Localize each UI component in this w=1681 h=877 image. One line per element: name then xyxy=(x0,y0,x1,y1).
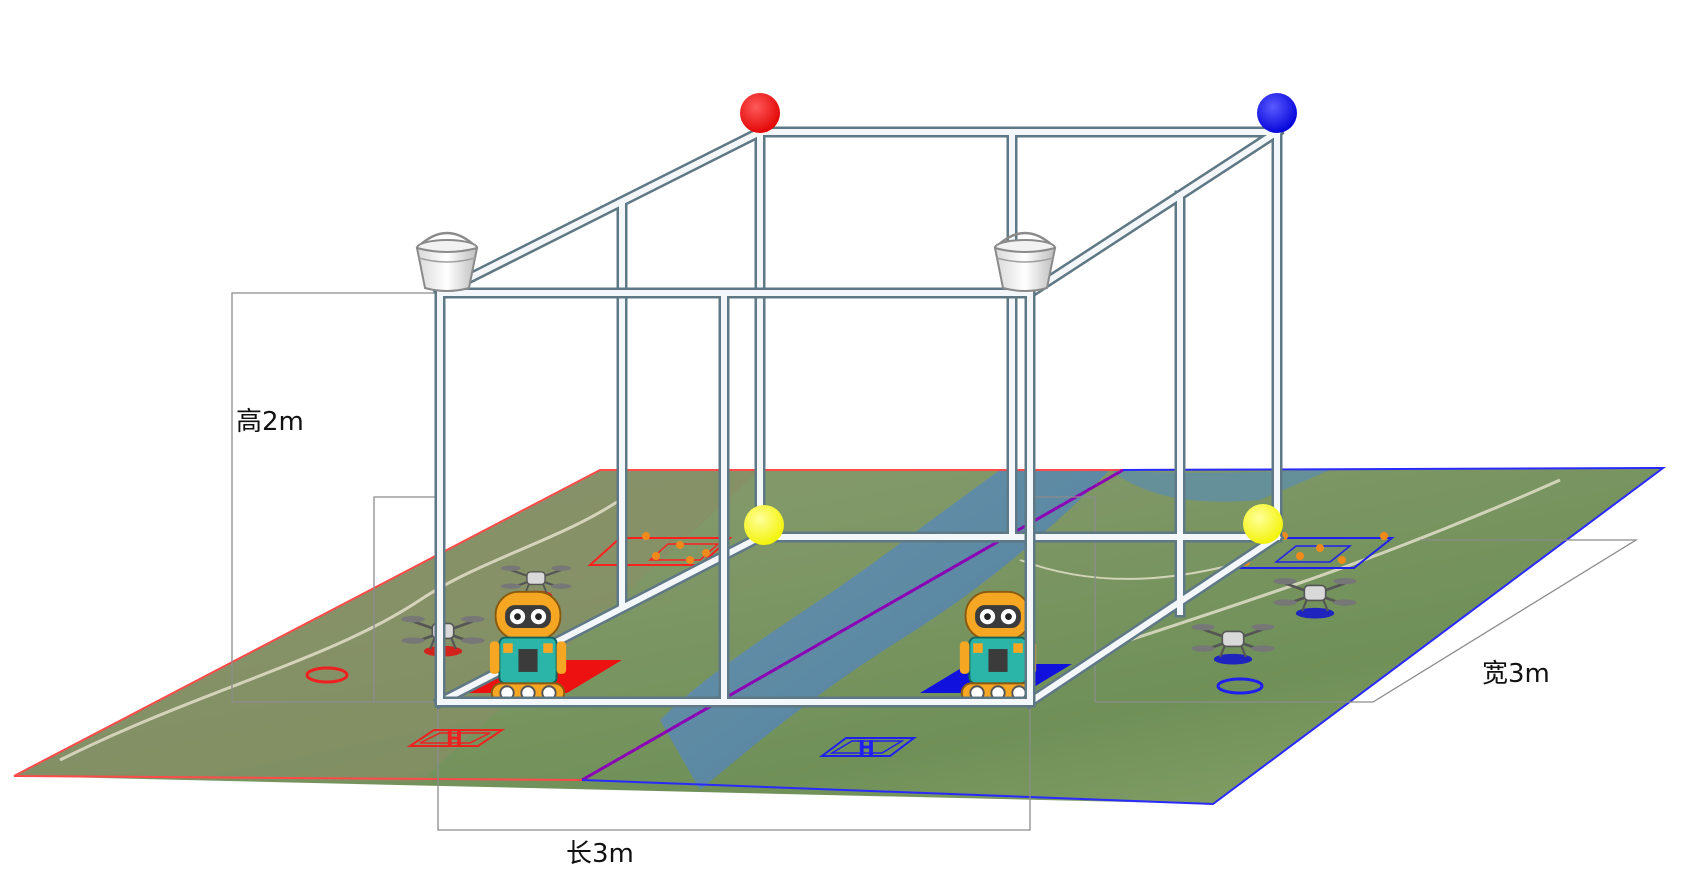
red-robot-icon xyxy=(488,590,568,704)
red-zone-border xyxy=(13,469,1123,777)
length-label: 长3m xyxy=(566,839,634,869)
right-bucket-icon xyxy=(993,231,1057,293)
pipe-frame xyxy=(432,124,1285,710)
blue-helipad-mark: H xyxy=(858,736,875,760)
length-dimension: 长3m xyxy=(437,702,1031,869)
blue-landing-ring xyxy=(1216,677,1264,695)
width-label: 宽3m xyxy=(1482,659,1550,689)
river xyxy=(660,470,1110,790)
red-landing-ring xyxy=(305,666,349,684)
blue-ball-marker-icon xyxy=(1257,93,1297,133)
height-dimension: 高2m xyxy=(231,292,440,703)
blue-helipad-icon: H xyxy=(819,736,917,760)
width-dimension: 宽3m xyxy=(1030,496,1639,703)
height-label: 高2m xyxy=(236,407,304,437)
yellow-ball-marker-icon xyxy=(744,505,784,545)
red-helipad-mark: H xyxy=(446,727,463,751)
left-bucket-icon xyxy=(415,231,479,293)
red-helipad-icon: H xyxy=(406,727,506,751)
pipe-frame-front xyxy=(434,287,1036,708)
red-ball-marker-icon xyxy=(740,93,780,133)
blue-zone-border xyxy=(581,466,1667,806)
yellow-ball-marker-icon xyxy=(1243,504,1283,544)
